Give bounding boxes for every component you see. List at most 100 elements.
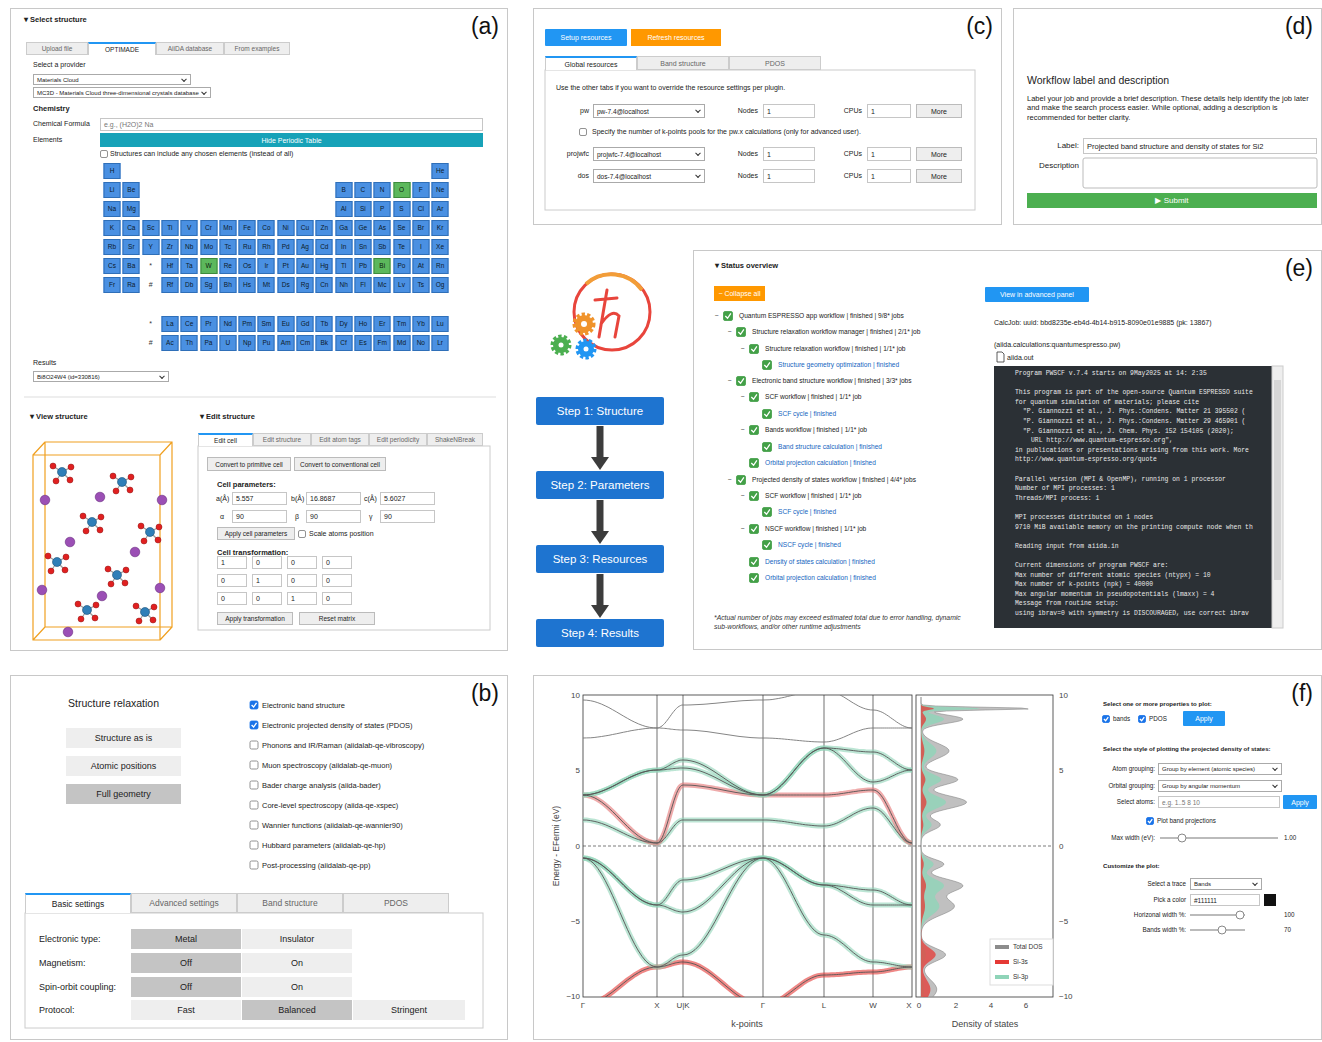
- atom: [97, 591, 107, 601]
- push-button: More: [916, 169, 962, 183]
- tab-frame: [198, 446, 490, 630]
- table-cell: B: [335, 182, 352, 198]
- legend-label: Si-3p: [1013, 973, 1028, 981]
- step-box: Step 4: Results: [536, 619, 664, 647]
- node-label: 0: [326, 595, 330, 602]
- text-label: Plot band projections: [1157, 817, 1216, 825]
- table-cell: Ho: [354, 316, 371, 332]
- table-cell: Tl: [335, 258, 352, 274]
- scrollbar-thumb: [1274, 380, 1281, 580]
- checkbox: [737, 476, 746, 485]
- table-cell: Co: [258, 220, 275, 236]
- toggle-button: Full geometry: [66, 784, 181, 804]
- input-field: 5.6027: [380, 492, 435, 505]
- checkbox: [750, 492, 759, 501]
- table-cell: Be: [123, 182, 140, 198]
- text-label: Structures can include any chosen elemen…: [110, 150, 293, 158]
- text-label: Scale atoms position: [309, 530, 374, 538]
- checkbox: [763, 541, 772, 550]
- dropdown-box: Bands: [1190, 878, 1262, 890]
- node-label: projwfc-7.4@localhost: [597, 151, 661, 158]
- atom: [141, 538, 147, 544]
- status-line: SCF workflow | finished | 1/1* job: [765, 393, 862, 401]
- node-label: Edit atom tags: [319, 436, 361, 443]
- arrow-head: [591, 531, 609, 544]
- node-label: (a): [471, 13, 499, 40]
- node-label: (d): [1285, 13, 1313, 40]
- check-mark: [751, 394, 757, 399]
- dropdown-box: Group by angular momentum: [1158, 780, 1282, 792]
- status-line: −: [741, 492, 745, 500]
- table-cell: Ir: [258, 258, 275, 274]
- table-cell: Og: [432, 277, 449, 293]
- legend-box: [990, 939, 1053, 985]
- table-cell: Ta: [181, 258, 198, 274]
- table-cell: Sb: [374, 239, 391, 255]
- table-cell: Dy: [335, 316, 352, 332]
- text-label: ▾ Status overview: [715, 261, 778, 270]
- band-projection: [583, 962, 912, 997]
- table-cell: Ac: [161, 335, 178, 351]
- table-cell: Ne: [432, 182, 449, 198]
- checkbox: [1147, 818, 1154, 825]
- axis-tick: 10: [1059, 691, 1068, 701]
- push-button: Setup resources: [545, 29, 627, 46]
- axis-tick: −10: [1059, 992, 1073, 1002]
- atom: [118, 478, 127, 487]
- node-label: ShakeNBreak: [435, 436, 475, 443]
- plot-data: [101, 129, 1154, 1006]
- text-label: Select a trace: [1147, 880, 1186, 888]
- node-label: Stringent: [391, 1005, 427, 1015]
- table-cell: Ts: [412, 277, 429, 293]
- text-label: γ: [369, 513, 373, 521]
- table-cell: *: [142, 316, 159, 332]
- dos-area: [921, 697, 936, 997]
- atom: [122, 580, 128, 586]
- atom: [150, 617, 156, 623]
- node-label: 90: [310, 513, 318, 520]
- text-label: Label your job and provide a brief descr…: [1027, 94, 1317, 122]
- node-label: Balanced: [278, 1005, 316, 1015]
- band-projection: [583, 748, 912, 795]
- table-cell: Ar: [432, 201, 449, 217]
- table-cell: #: [142, 335, 159, 351]
- table-cell: Rh: [258, 239, 275, 255]
- drawing-part: [578, 341, 594, 357]
- text-label: Atom grouping:: [1112, 765, 1155, 773]
- text-label: Select a provider: [33, 61, 86, 69]
- text-label: bands: [1113, 715, 1130, 723]
- text-label: Core-level spectroscopy (aiida-qe-xspec): [262, 801, 398, 810]
- check-mark: [1104, 717, 1108, 721]
- atom: [37, 585, 47, 595]
- table-cell: Sg: [200, 277, 217, 293]
- table-cell: Tb: [316, 316, 333, 332]
- node-label: Metal: [175, 934, 197, 944]
- table-cell: Es: [354, 335, 371, 351]
- table-cell: He: [432, 163, 449, 179]
- atom: [83, 606, 92, 615]
- text-label: Protocol:: [39, 1005, 75, 1016]
- text-label: Select one or more properties to plot:: [1103, 700, 1212, 707]
- status-line: Projected density of states workflow | f…: [752, 476, 916, 484]
- status-line: −: [728, 328, 732, 336]
- log-line: http://www.quantum-espresso.org/quote: [1015, 457, 1157, 465]
- input-field: 0: [322, 556, 352, 569]
- text-label: 100: [1284, 911, 1295, 919]
- band-line: [583, 962, 912, 997]
- input-field: 1: [867, 147, 911, 161]
- atom: [95, 492, 105, 502]
- text-label: 1.00: [1284, 834, 1296, 842]
- input-field: #111111: [1190, 894, 1260, 906]
- table-cell: Ge: [354, 220, 371, 236]
- log-line: Current dimensions of program PWSCF are:: [1015, 562, 1168, 570]
- table-cell: Mt: [258, 277, 275, 293]
- node-label: View in advanced panel: [1000, 291, 1074, 298]
- check-mark: [751, 460, 757, 465]
- tab-button: Global resources: [545, 56, 637, 70]
- atom: [45, 553, 51, 559]
- input-field: 0: [322, 574, 352, 587]
- band-plot: [583, 695, 912, 997]
- checkbox: [763, 361, 772, 370]
- push-button: More: [916, 104, 962, 118]
- tab-button: AiiDA database: [156, 42, 224, 55]
